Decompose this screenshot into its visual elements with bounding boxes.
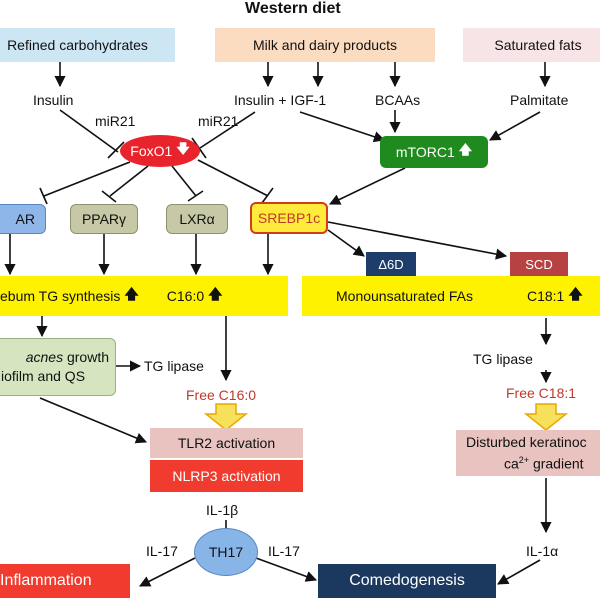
up-arrow-icon: 🡅 bbox=[568, 286, 583, 302]
node-inflammation: Inflammation bbox=[0, 564, 130, 598]
label-insulin-igf1: Insulin + IGF-1 bbox=[234, 92, 327, 108]
label-tg-lipase-right: TG lipase bbox=[473, 351, 533, 367]
label-il1b: IL-1β bbox=[206, 502, 239, 518]
label-bcaas: BCAAs bbox=[375, 92, 421, 108]
label-free-c18: Free C18:1 bbox=[506, 385, 577, 401]
diagram-title: Western diet bbox=[245, 0, 341, 17]
label-palmitate: Palmitate bbox=[510, 92, 569, 108]
down-arrow-icon: 🡇 bbox=[176, 141, 190, 156]
sebum-tg-label: ebum TG synthesis bbox=[0, 288, 121, 304]
foxo1-label: FoxO1 bbox=[130, 143, 173, 159]
arrow-srebp-scd bbox=[327, 221, 508, 260]
acnes-growth: growth bbox=[63, 349, 109, 365]
hollow-arrow-freec16 bbox=[203, 403, 249, 431]
up-arrow-icon: 🡅 bbox=[208, 286, 223, 302]
arrow-acnes-tlr2 bbox=[39, 397, 148, 444]
inflammation-label: Inflammation bbox=[0, 572, 92, 589]
inhibit-foxo1-ar bbox=[43, 161, 131, 197]
node-scd: SCD bbox=[510, 252, 568, 276]
up-arrow-icon: 🡅 bbox=[458, 142, 473, 157]
inhibit-foxo1-pparg bbox=[109, 165, 149, 197]
mufa-label: Monounsaturated FAs bbox=[336, 288, 473, 304]
acnes-line2: iofilm and QS bbox=[1, 368, 86, 384]
node-th17: TH17 bbox=[194, 528, 258, 576]
keratino-sup: 2+ bbox=[518, 455, 530, 466]
inhibit-bar-ar bbox=[39, 187, 48, 205]
inhibit-bar-pparg bbox=[101, 190, 117, 203]
band-sebum-tg: ebum TG synthesis 🡅 C16:0 🡅 bbox=[0, 276, 288, 316]
inhibit-insulin-foxo1 bbox=[59, 109, 119, 153]
arrow-insulinigf1-mtorc1 bbox=[299, 111, 386, 143]
node-ar: AR bbox=[0, 204, 46, 234]
label-insulin: Insulin bbox=[33, 92, 74, 108]
label-mir21-right: miR21 bbox=[198, 113, 239, 129]
source-milk-dairy: Milk and dairy products bbox=[215, 28, 435, 62]
source-saturated-fats: Saturated fats bbox=[463, 28, 600, 62]
node-mtorc1: mTORC1 🡅 bbox=[380, 136, 488, 168]
keratino-line2: ca2+ gradient bbox=[466, 451, 584, 473]
band-mufa: Monounsaturated FAs C18:1 🡅 bbox=[302, 276, 600, 316]
node-acnes-growth: acnes growth iofilm and QS bbox=[0, 338, 116, 396]
c18-label: C18:1 bbox=[526, 288, 565, 304]
arrow-mtorc1-srebp bbox=[328, 167, 406, 205]
node-srebp1c: SREBP1c bbox=[250, 202, 328, 234]
node-pparg: PPARγ bbox=[70, 204, 138, 234]
inhibit-bar-srebp bbox=[261, 187, 274, 204]
keratino-gradient: gradient bbox=[529, 455, 584, 472]
acnes-italic: acnes bbox=[25, 349, 64, 365]
up-arrow-icon: 🡅 bbox=[124, 286, 139, 302]
label-il17-right: IL-17 bbox=[268, 543, 300, 559]
keratino-line1: Disturbed keratinoc bbox=[466, 434, 587, 451]
arrow-srebp-d6d bbox=[327, 229, 365, 257]
keratino-ca: ca bbox=[504, 455, 519, 472]
label-free-c16: Free C16:0 bbox=[186, 387, 257, 403]
mtorc1-label: mTORC1 bbox=[395, 144, 455, 160]
label-il17-left: IL-17 bbox=[146, 543, 178, 559]
node-comedogenesis: Comedogenesis bbox=[318, 564, 496, 598]
node-disturbed-keratino: Disturbed keratinoc ca2+ gradient bbox=[456, 430, 600, 476]
acnes-line1: acnes growth bbox=[26, 348, 115, 367]
inhibit-foxo1-lxra bbox=[171, 165, 197, 197]
ar-label: AR bbox=[15, 211, 35, 227]
label-mir21-left: miR21 bbox=[95, 113, 136, 129]
source-refined-carbohydrates: Refined carbohydrates bbox=[0, 28, 175, 62]
node-tlr2: TLR2 activation bbox=[150, 428, 303, 458]
c16-label: C16:0 bbox=[166, 288, 205, 304]
inhibit-bar-lxra bbox=[187, 190, 204, 202]
arrow-th17-comedogenesis bbox=[255, 557, 318, 582]
label-tg-lipase-left: TG lipase bbox=[144, 358, 204, 374]
label-il1a: IL-1α bbox=[526, 543, 559, 559]
inhibit-insulinigf1-foxo1 bbox=[199, 111, 256, 149]
node-foxo1: FoxO1 🡇 bbox=[120, 135, 200, 167]
inhibit-foxo1-srebp bbox=[197, 159, 269, 197]
arrow-palmitate-mtorc1 bbox=[489, 111, 541, 141]
node-lxra: LXRα bbox=[166, 204, 228, 234]
arrow-th17-inflammation bbox=[139, 557, 196, 587]
arrow-il1a-comedogenesis bbox=[497, 559, 541, 585]
node-nlrp3: NLRP3 activation bbox=[150, 460, 303, 492]
hollow-arrow-freec18 bbox=[523, 403, 569, 431]
node-d6d: Δ6D bbox=[366, 252, 416, 276]
